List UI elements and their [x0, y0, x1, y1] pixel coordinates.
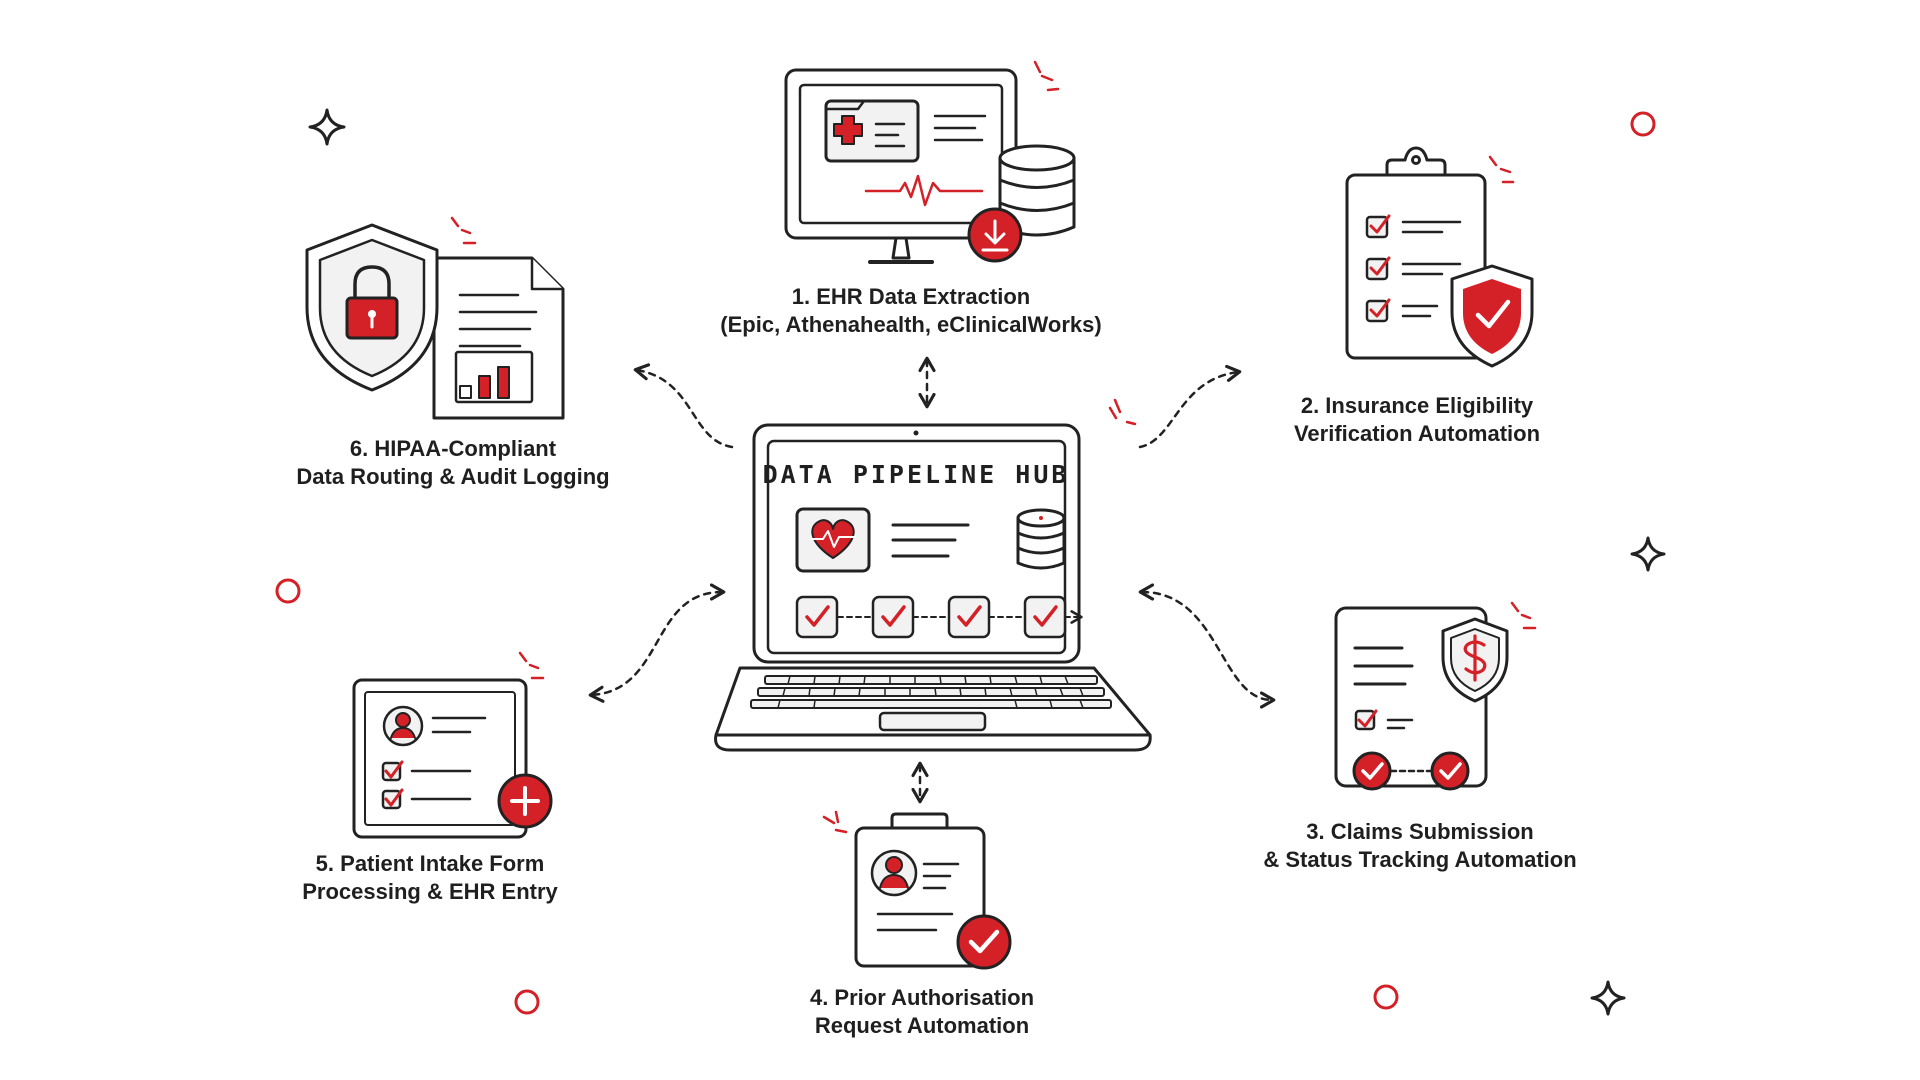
caption-line: (Epic, Athenahealth, eClinicalWorks): [720, 312, 1102, 337]
circle-icon: [1630, 111, 1656, 137]
circle-icon: [275, 578, 301, 604]
monitor-database-icon: [784, 60, 1076, 264]
sparkle-icon: [1590, 980, 1626, 1016]
caption-line: 6. HIPAA-Compliant: [349, 436, 557, 461]
hub-title: DATA PIPELINE HUB: [763, 460, 1070, 489]
connector-arrow: [1138, 583, 1276, 709]
clipboard-patient-icon: [822, 810, 1012, 970]
checkbox-icon: [1023, 595, 1067, 639]
circle-icon: [1373, 984, 1399, 1010]
caption-line: & Status Tracking Automation: [1263, 847, 1577, 872]
caption-line: Request Automation: [814, 1013, 1030, 1038]
checkbox-icon: [795, 595, 839, 639]
caption-line: 4. Prior Authorisation: [809, 985, 1035, 1010]
sparkle-icon: [308, 108, 346, 146]
connectors: [588, 356, 1276, 804]
caption-insurance-eligibility: 2. Insurance Eligibility Verification Au…: [1294, 392, 1540, 448]
checkmark-icon: [1430, 751, 1470, 791]
caption-line: 2. Insurance Eligibility: [1300, 393, 1534, 418]
database-icon: [1016, 508, 1066, 570]
claims-document-icon: [1334, 601, 1537, 791]
data-pipeline-hub-laptop: DATA PIPELINE HUB: [714, 398, 1152, 752]
sparkle-icon: [1630, 536, 1666, 572]
caption-line: 1. EHR Data Extraction: [791, 284, 1031, 309]
shield-lock-report-icon: [305, 216, 565, 420]
connector-arrow: [633, 363, 734, 449]
caption-line: 5. Patient Intake Form: [315, 851, 545, 876]
caption-line: Processing & EHR Entry: [302, 879, 558, 904]
caption-line: Data Routing & Audit Logging: [296, 464, 610, 489]
checkbox-icon: [947, 595, 991, 639]
checkmark-icon: [956, 914, 1012, 970]
intake-form-icon: [352, 651, 553, 839]
checkmark-icon: [1352, 751, 1392, 791]
checkbox-icon: [871, 595, 915, 639]
connector-arrow: [588, 583, 726, 703]
decorations: [275, 108, 1666, 1016]
caption-hipaa-routing: 6. HIPAA-Compliant Data Routing & Audit …: [296, 435, 609, 491]
caption-line: Verification Automation: [1293, 421, 1541, 446]
connector-arrow: [1138, 364, 1242, 449]
caption-prior-authorisation: 4. Prior Authorisation Request Automatio…: [810, 984, 1034, 1040]
caption-line: 3. Claims Submission: [1306, 819, 1534, 844]
clipboard-shield-icon: [1345, 146, 1534, 368]
circle-icon: [514, 989, 540, 1015]
caption-claims-submission: 3. Claims Submission & Status Tracking A…: [1263, 818, 1576, 874]
caption-patient-intake: 5. Patient Intake Form Processing & EHR …: [302, 850, 558, 906]
caption-ehr-extraction: 1. EHR Data Extraction (Epic, Athenaheal…: [720, 283, 1101, 339]
